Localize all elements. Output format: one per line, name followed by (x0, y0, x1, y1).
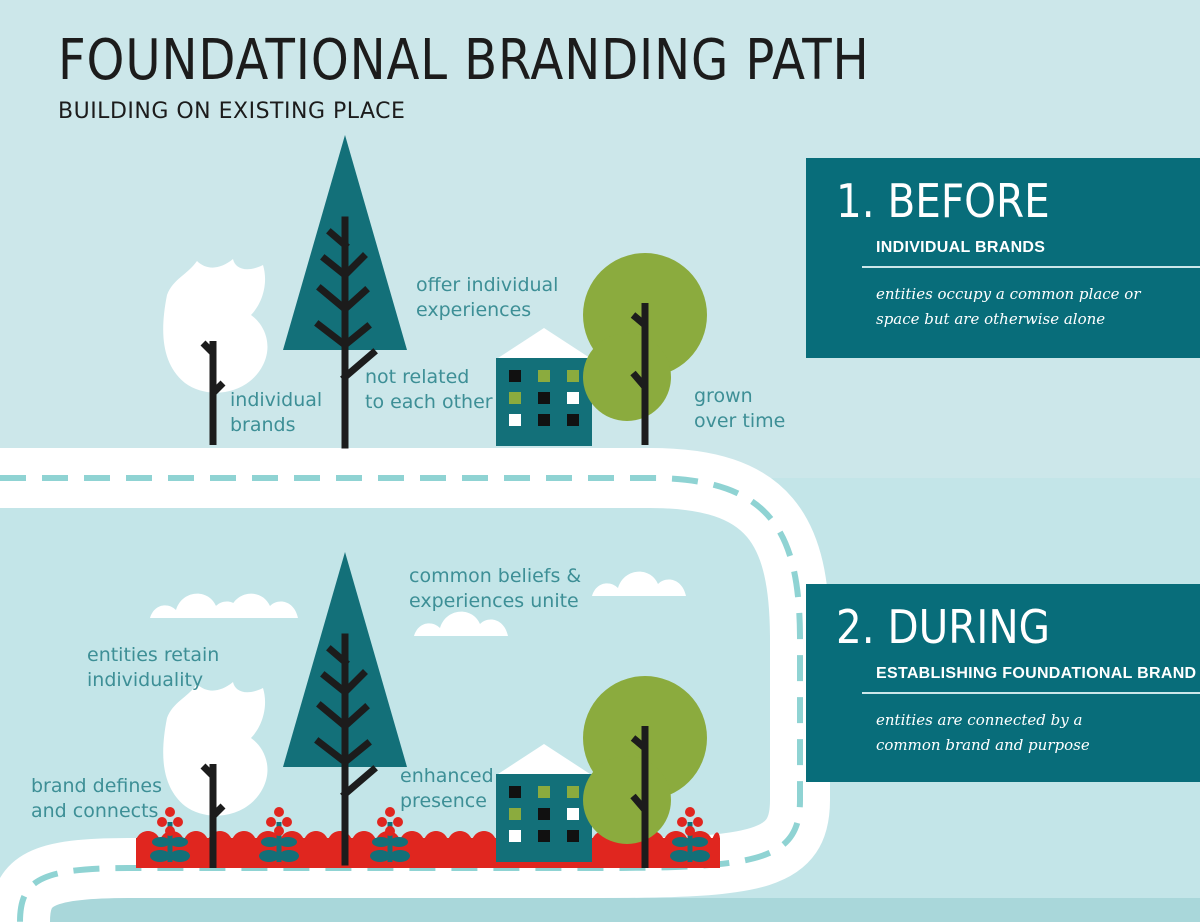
bottom-band (0, 898, 1200, 922)
panel-before-description: entities occupy a common place or space … (876, 285, 1141, 328)
panel-during-heading: ESTABLISHING FOUNDATIONAL BRAND (876, 665, 1197, 682)
label-brand-defines: brand defines and connects (31, 775, 163, 822)
label-not-related: not related to each other (365, 366, 493, 413)
label-retain-individuality: entities retain individuality (87, 644, 220, 691)
panel-before-divider (862, 266, 1200, 268)
road-dashes (0, 475, 803, 922)
panel-before-heading: INDIVIDUAL BRANDS (876, 239, 1046, 256)
label-enhanced-presence: enhanced presence (400, 765, 494, 812)
page-subtitle: BUILDING ON EXISTING PLACE (58, 99, 406, 124)
label-grown-over-time: grown over time (694, 385, 786, 432)
panel-during-divider (862, 692, 1200, 694)
panel-before-number: 1. BEFORE (836, 174, 1050, 228)
label-offer-experiences: offer individual experiences (416, 274, 559, 321)
panel-during-number: 2. DURING (836, 600, 1051, 654)
panel-before: 1. BEFORE INDIVIDUAL BRANDS entities occ… (806, 158, 1200, 358)
page-title: FOUNDATIONAL BRANDING PATH (58, 28, 870, 93)
panel-during-description: entities are connected by a common brand… (876, 711, 1090, 754)
label-common-beliefs: common beliefs & experiences unite (409, 565, 582, 612)
label-individual-brands: individual brands (230, 389, 323, 436)
panel-during: 2. DURING ESTABLISHING FOUNDATIONAL BRAN… (806, 584, 1200, 782)
